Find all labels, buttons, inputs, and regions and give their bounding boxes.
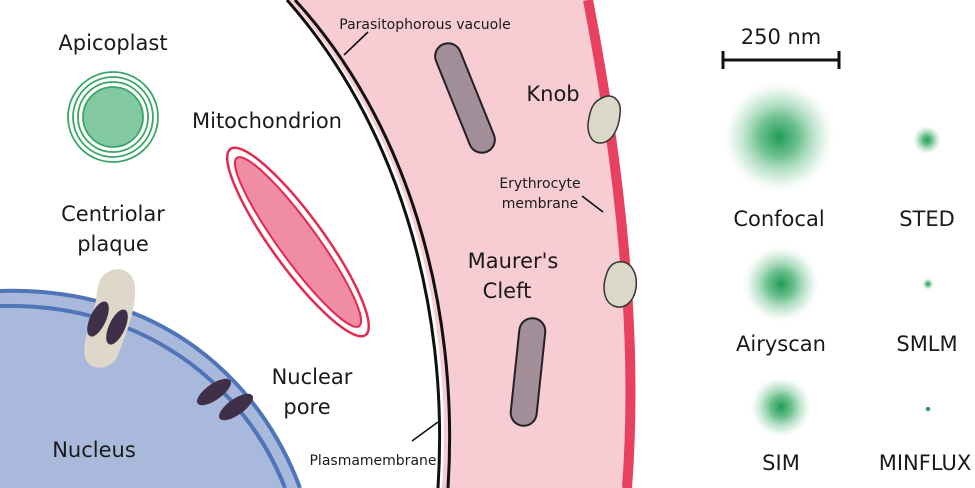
mitochondrion xyxy=(209,134,386,351)
psf-smlm xyxy=(922,278,934,290)
label-knob: Knob xyxy=(526,82,579,106)
label-plasmamembrane: Plasmamembrane xyxy=(309,453,436,469)
label-maurers-cleft-1: Maurer's xyxy=(468,249,559,273)
leader-plasmamembrane xyxy=(412,422,438,441)
label-nucleus: Nucleus xyxy=(52,438,136,462)
apicoplast xyxy=(68,72,158,162)
label-centriolar-plaque-1: Centriolar xyxy=(61,202,165,226)
label-nuclear-pore-2: pore xyxy=(283,395,330,419)
psf-minflux xyxy=(926,407,930,411)
label-erythrocyte-membrane-2: membrane xyxy=(502,196,579,212)
knob-lower xyxy=(604,262,636,307)
label-parasitophorous-vacuole: Parasitophorous vacuole xyxy=(339,17,510,33)
label-erythrocyte-membrane-1: Erythrocyte xyxy=(499,176,580,192)
psf-airyscan xyxy=(741,244,821,324)
label-sim: SIM xyxy=(762,451,800,475)
label-nuclear-pore-1: Nuclear xyxy=(272,365,353,389)
label-scale-bar: 250 nm xyxy=(741,25,822,49)
label-mitochondrion: Mitochondrion xyxy=(192,109,342,133)
label-centriolar-plaque-2: plaque xyxy=(77,232,149,256)
label-confocal: Confocal xyxy=(733,207,824,231)
psf-sted xyxy=(912,125,942,155)
psf-sim xyxy=(749,375,813,439)
label-airyscan: Airyscan xyxy=(736,332,826,356)
psf-confocal xyxy=(721,79,837,195)
label-maurers-cleft-2: Cleft xyxy=(483,279,532,303)
label-apicoplast: Apicoplast xyxy=(58,31,167,55)
label-sted: STED xyxy=(899,207,955,231)
label-smlm: SMLM xyxy=(896,332,957,356)
label-minflux: MINFLUX xyxy=(879,451,972,475)
scale-bar xyxy=(723,51,839,69)
